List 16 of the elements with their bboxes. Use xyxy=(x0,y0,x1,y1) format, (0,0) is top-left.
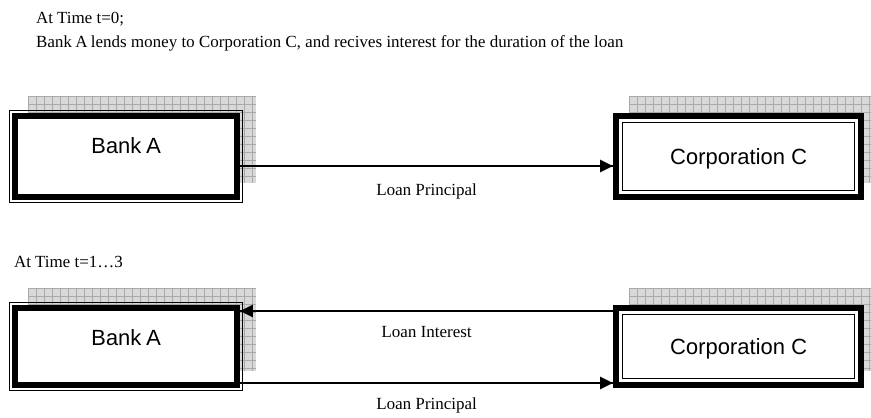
entity-box xyxy=(613,305,864,388)
entity-box xyxy=(12,305,240,388)
entity-name: Bank A xyxy=(91,325,161,351)
entity-box xyxy=(12,113,240,200)
entity-name: Corporation C xyxy=(670,334,807,360)
edge-label: Loan Principal xyxy=(374,394,479,414)
entity-name: Corporation C xyxy=(670,144,807,170)
entity-name: Bank A xyxy=(91,133,161,159)
arrow xyxy=(240,160,613,172)
entity-box xyxy=(613,113,864,200)
arrow xyxy=(240,304,613,318)
time-heading: At Time t=0; xyxy=(36,8,124,28)
edge-label: Loan Principal xyxy=(374,180,479,200)
description-text: Bank A lends money to Corporation C, and recives interest for the duration of the loan xyxy=(36,32,624,52)
arrow xyxy=(240,376,613,390)
time-heading: At Time t=1…3 xyxy=(14,252,123,272)
